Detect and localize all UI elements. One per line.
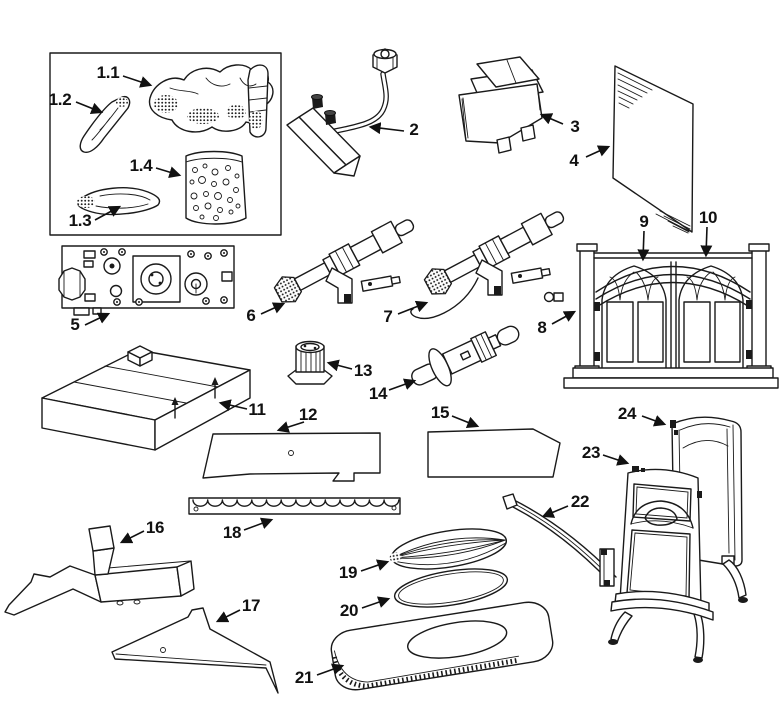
part-1-2-log bbox=[79, 96, 131, 154]
part-5-gas-valve bbox=[58, 245, 235, 316]
callout-13: 13 bbox=[353, 361, 373, 380]
part-1-log-set-kit-box bbox=[49, 52, 282, 236]
part-4-glass-panel bbox=[612, 65, 694, 234]
callout-2: 2 bbox=[409, 120, 419, 139]
callout-3: 3 bbox=[570, 117, 580, 136]
callout-8: 8 bbox=[537, 318, 547, 337]
callout-1-2: 1.2 bbox=[48, 90, 72, 109]
part-2-gas-supply-tube bbox=[286, 48, 398, 177]
callout-12: 12 bbox=[298, 405, 318, 424]
callout-23: 23 bbox=[581, 443, 601, 462]
part-7-pilot-assembly bbox=[410, 202, 570, 320]
callout-1-3: 1.3 bbox=[68, 211, 92, 230]
part-14-injector bbox=[411, 325, 520, 387]
callout-18: 18 bbox=[222, 523, 242, 542]
part-15-panel bbox=[427, 428, 561, 478]
callout-11: 11 bbox=[248, 400, 266, 419]
part-20-gasket-ring bbox=[393, 568, 509, 608]
part-8-door-frame bbox=[563, 243, 779, 389]
callout-10: 10 bbox=[698, 208, 718, 227]
callout-14: 14 bbox=[368, 384, 388, 403]
part-21-top-plate bbox=[330, 601, 554, 691]
callout-16: 16 bbox=[145, 518, 165, 537]
callout-7: 7 bbox=[383, 307, 393, 326]
part-12-panel bbox=[202, 432, 381, 482]
callout-6: 6 bbox=[246, 306, 256, 325]
part-22-curved-trim bbox=[502, 493, 617, 587]
part-11-firebox bbox=[41, 345, 251, 451]
callout-21: 21 bbox=[294, 668, 314, 687]
callout-15: 15 bbox=[430, 403, 450, 422]
callout-arrows bbox=[75, 75, 713, 676]
part-17-bracket bbox=[111, 607, 279, 694]
callout-17: 17 bbox=[241, 596, 261, 615]
part-19-grille-disc bbox=[389, 528, 508, 570]
part-13-orifice-fitting bbox=[287, 340, 333, 385]
part-23-front-panel bbox=[608, 466, 714, 663]
part-3-switch bbox=[458, 56, 544, 154]
callout-1-1: 1.1 bbox=[96, 63, 120, 82]
callout-9: 9 bbox=[639, 212, 649, 231]
part-6-pilot-assembly bbox=[273, 219, 415, 304]
callout-24: 24 bbox=[617, 404, 637, 423]
part-18-ember-strip bbox=[188, 497, 401, 515]
part-1-4-ember-bag bbox=[185, 150, 247, 225]
part-1-1-main-log bbox=[148, 64, 274, 138]
callout-20: 20 bbox=[339, 601, 359, 620]
callout-1-4: 1.4 bbox=[129, 156, 153, 175]
callout-4: 4 bbox=[569, 151, 579, 170]
part-1-3-log bbox=[77, 187, 161, 216]
callout-19: 19 bbox=[338, 563, 358, 582]
callout-5: 5 bbox=[70, 315, 80, 334]
part-16-bracket bbox=[4, 525, 195, 616]
callout-22: 22 bbox=[570, 492, 590, 511]
